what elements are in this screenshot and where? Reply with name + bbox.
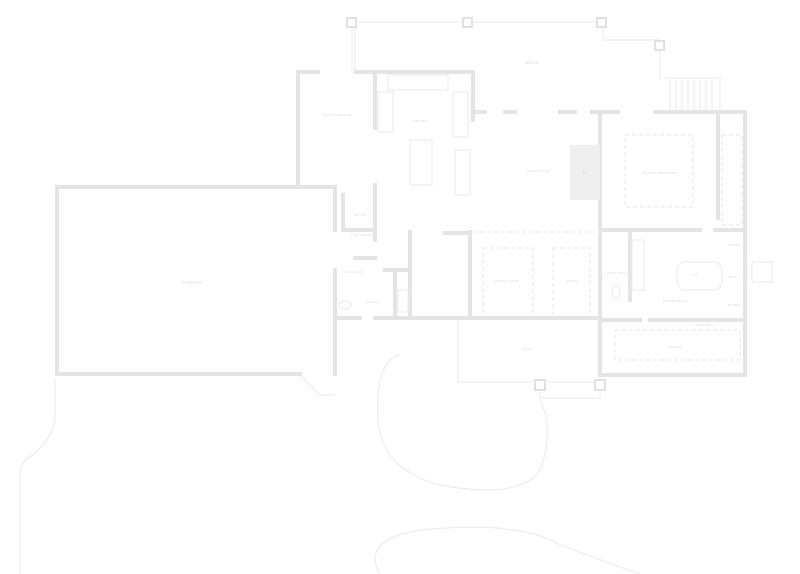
label-rod-shelf: ROD & SHELF	[342, 271, 361, 274]
walkway-edge	[377, 354, 549, 491]
label-pantry-shelves: 2 ADJ. SHELVES	[351, 234, 374, 237]
label-great-room: GREAT ROOM	[526, 169, 549, 173]
label-master-bath: MASTER BATH	[663, 299, 687, 303]
label-bench: BENCH	[729, 276, 739, 279]
walls	[55, 70, 747, 377]
label-bath: BATH 2	[367, 300, 379, 304]
label-multi-purpose: MULTI-PURPOSE	[323, 113, 351, 117]
label-shower-1: SHOWER	[728, 244, 741, 247]
dashed-outlines	[473, 134, 743, 361]
label-rod-shelf-3: ROD & SHELF	[695, 324, 714, 327]
kitchen-fixtures	[377, 74, 471, 196]
bath-fixtures	[338, 239, 773, 313]
label-entry: ENTRY	[566, 279, 578, 283]
label-patio: PATIO	[522, 347, 532, 351]
label-laundry: LAUNDRY	[667, 345, 683, 349]
label-pantry: PANTRY	[354, 213, 368, 217]
label-kitchen: KITCHEN	[412, 119, 427, 123]
driveway-edge	[19, 378, 56, 574]
patio	[457, 320, 606, 399]
label-rod-shelf-2: ROD & SHELF	[607, 272, 626, 275]
label-shower-2: SHOWER	[728, 304, 741, 307]
garage-apron	[299, 374, 335, 396]
label-garage: GARAGE	[181, 280, 202, 285]
label-deck: DECK	[525, 60, 539, 65]
deck	[346, 17, 721, 112]
label-fireplace: FP	[583, 171, 587, 175]
label-master-bedroom: MASTER BEDROOM	[642, 171, 675, 175]
label-dining-room: DINING ROOM	[495, 279, 519, 283]
walkway-edge-lower	[374, 526, 641, 574]
label-tub: TUB	[692, 274, 698, 277]
